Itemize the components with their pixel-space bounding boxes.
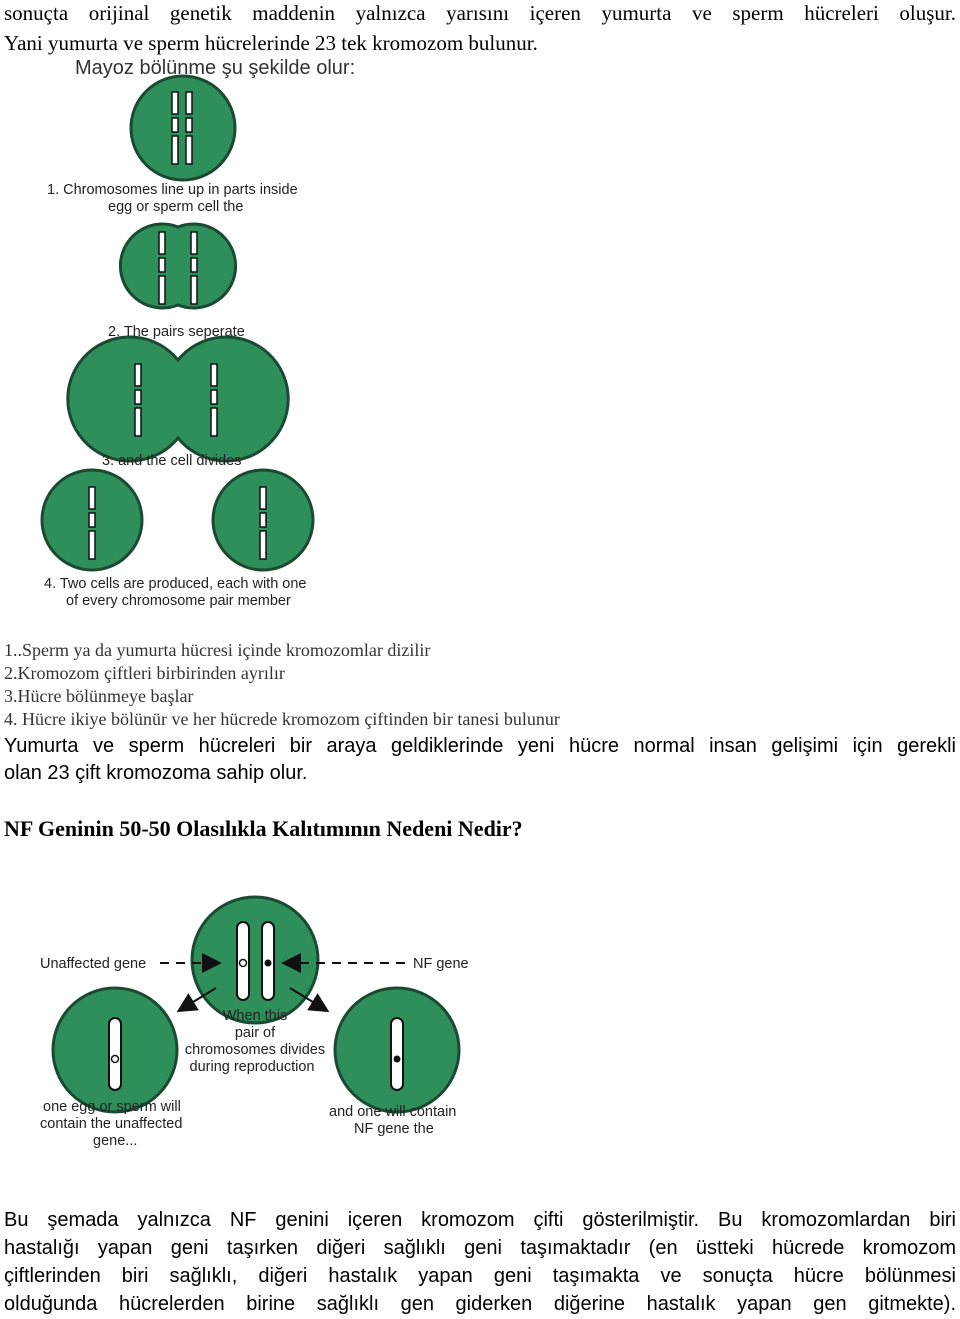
chromosome xyxy=(88,486,96,560)
chromosome xyxy=(259,486,267,560)
chromosome-unaffected xyxy=(108,1017,122,1091)
meiosis-diagram: 1. Chromosomes line up in parts inside e… xyxy=(40,74,315,609)
arrow-left xyxy=(176,987,217,1013)
label-unaffected-gene: Unaffected gene xyxy=(40,956,146,972)
caption-1-line-2: egg or sperm cell the xyxy=(108,199,243,215)
left-label-line-1: one egg or sperm will xyxy=(43,1099,181,1115)
step-2: 2.Kromozom çiftleri birbirinden ayrılır xyxy=(4,663,285,683)
left-label-line-3: gene... xyxy=(93,1133,137,1149)
section-heading: NF Geninin 50-50 Olasılıkla Kalıtımının … xyxy=(4,816,523,841)
paragraph-2-line-3: çiftlerinden biri sağlıklı, diğeri hasta… xyxy=(4,1265,956,1287)
cell-step-4-right xyxy=(211,468,315,572)
unaffected-gene-marker xyxy=(238,958,248,968)
chromosome-unaffected xyxy=(236,921,250,1001)
right-label-line-2: NF gene the xyxy=(354,1121,434,1137)
chromosome-pair xyxy=(158,231,198,305)
paragraph-1-line-2: olan 23 çift kromozoma sahip olur. xyxy=(4,762,308,784)
cell-body xyxy=(66,335,290,463)
caption-1-line-1: 1. Chromosomes line up in parts inside xyxy=(47,182,298,198)
center-label-line-4: during reproduction xyxy=(190,1059,315,1075)
cell-body xyxy=(129,74,237,182)
caption-4-line-2: of every chromosome pair member xyxy=(66,593,291,609)
nf-gene-marker xyxy=(393,1055,401,1063)
daughter-cell-right xyxy=(333,986,461,1114)
paragraph-2-line-4: olduğunda hücrelerden birine sağlıklı ge… xyxy=(4,1293,956,1315)
cell-step-2 xyxy=(118,222,238,310)
unaffected-gene-marker xyxy=(110,1054,120,1064)
paragraph-2-line-1: Bu şemada yalnızca NF genini içeren krom… xyxy=(4,1209,956,1231)
right-label-line-1: and one will contain xyxy=(329,1104,456,1120)
intro-line-1: sonuçta orijinal genetik maddenin yalnız… xyxy=(4,1,956,25)
chromosome-nf xyxy=(261,921,275,1001)
parent-cell xyxy=(190,895,320,1025)
chromosome-nf xyxy=(390,1017,404,1091)
left-label-line-2: contain the unaffected xyxy=(40,1116,182,1132)
step-4: 4. Hücre ikiye bölünür ve her hücrede kr… xyxy=(4,709,560,729)
cell-body xyxy=(118,222,238,310)
intro-line-2: Yani yumurta ve sperm hücrelerinde 23 te… xyxy=(4,31,538,55)
paragraph-2-line-2: hastalığı yapan geni taşırken diğeri sağ… xyxy=(4,1237,956,1259)
center-label-line-2: pair of xyxy=(235,1025,276,1041)
step-3: 3.Hücre bölünmeye başlar xyxy=(4,686,194,706)
cell-body xyxy=(333,986,461,1114)
daughter-cell-left xyxy=(51,986,179,1114)
chromosome-pair xyxy=(171,91,193,165)
center-label-line-3: chromosomes divides xyxy=(185,1042,325,1058)
cell-step-4-left xyxy=(40,468,144,572)
label-nf-gene: NF gene xyxy=(413,956,469,972)
arrow-right xyxy=(289,987,330,1013)
caption-4-line-1: 4. Two cells are produced, each with one xyxy=(44,576,307,592)
caption-2: 2. The pairs seperate xyxy=(108,324,245,340)
cell-body xyxy=(51,986,179,1114)
step-1: 1..Sperm ya da yumurta hücresi içinde kr… xyxy=(4,640,431,660)
caption-3: 3. and the cell divides xyxy=(102,453,241,469)
intro-line-3: Mayoz bölünme şu şekilde olur: xyxy=(75,57,356,79)
paragraph-1-line-1: Yumurta ve sperm hücreleri bir araya gel… xyxy=(4,735,956,757)
cell-body xyxy=(190,895,320,1025)
cell-step-1 xyxy=(129,74,237,182)
center-label-line-1: When this xyxy=(223,1008,287,1024)
cell-step-3 xyxy=(66,335,290,463)
nf-gene-marker xyxy=(264,959,272,967)
chromosome-pair xyxy=(134,363,218,437)
